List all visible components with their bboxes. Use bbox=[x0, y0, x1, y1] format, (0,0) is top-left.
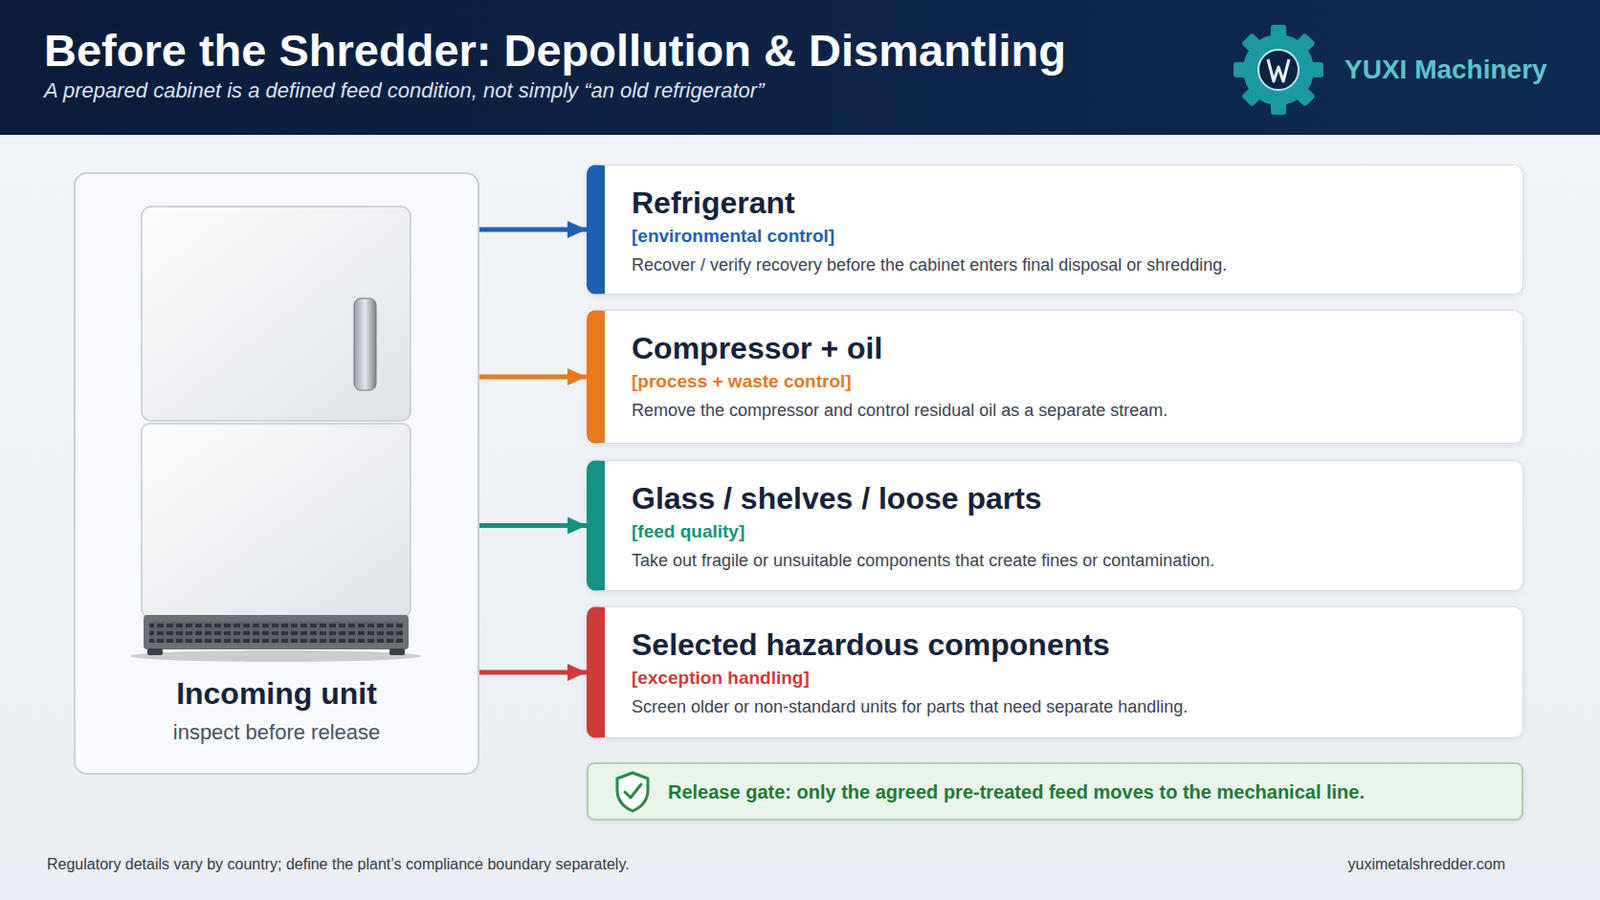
header-band bbox=[0, 0, 1600, 135]
unit-title: Incoming unit bbox=[75, 675, 478, 712]
diagram-subtitle: A prepared cabinet is a defined feed con… bbox=[44, 78, 1212, 104]
card-tag: [environmental control] bbox=[631, 224, 1504, 247]
footer-note: Regulatory details vary by country; defi… bbox=[46, 855, 909, 875]
card-tag: [exception handling] bbox=[631, 666, 1504, 689]
flow-arrow bbox=[479, 670, 587, 676]
fridge-shadow bbox=[130, 650, 422, 663]
input-box: Incoming unit inspect before release bbox=[73, 172, 480, 776]
logo-mark bbox=[1267, 59, 1289, 82]
card-tag: [feed quality] bbox=[631, 520, 1504, 543]
flow-arrow bbox=[479, 523, 587, 529]
fridge-lower-door bbox=[141, 423, 411, 618]
card-body: Take out fragile or unsuitable component… bbox=[631, 550, 1504, 572]
brand-name: YUXI Machinery bbox=[1344, 54, 1594, 86]
release-gate-box: Release gate: only the agreed pre-treate… bbox=[586, 762, 1524, 822]
flow-arrow bbox=[479, 227, 587, 233]
card-body: Remove the compressor and control residu… bbox=[631, 400, 1504, 422]
card-title: Glass / shelves / loose parts bbox=[631, 480, 1504, 517]
step-card: Selected hazardous components[exception … bbox=[586, 606, 1524, 739]
gear-body bbox=[1243, 34, 1314, 106]
fridge-upper-door bbox=[141, 206, 411, 422]
fridge-foot bbox=[147, 648, 163, 656]
card-title: Refrigerant bbox=[631, 184, 1504, 222]
shield-icon bbox=[617, 773, 648, 812]
footer-url: yuximetalshredder.com bbox=[1272, 855, 1506, 875]
diagram-title: Before the Shredder: Depollution & Disma… bbox=[44, 24, 1067, 77]
card-title: Compressor + oil bbox=[631, 330, 1504, 367]
check-mark bbox=[624, 784, 642, 799]
card-body: Recover / verify recovery before the cab… bbox=[631, 254, 1504, 276]
card-tag: [process + waste control] bbox=[631, 370, 1504, 393]
fridge-foot bbox=[389, 648, 405, 656]
gear-hub bbox=[1258, 49, 1299, 90]
fridge-base bbox=[143, 615, 409, 650]
step-card: Compressor + oil [process + waste control… bbox=[586, 310, 1524, 445]
fridge-handle bbox=[354, 298, 377, 391]
card-title: Selected hazardous components bbox=[631, 626, 1504, 664]
card-body: Screen older or non-standard units for p… bbox=[631, 696, 1504, 718]
gate-text: Release gate: only the agreed pre-treate… bbox=[667, 780, 1365, 804]
logo-gear bbox=[1233, 24, 1324, 115]
step-card: Refrigerant[environmental control] Recove… bbox=[586, 164, 1524, 295]
step-card: Glass / shelves / loose parts [feed quali… bbox=[586, 460, 1524, 592]
flow-arrow bbox=[479, 375, 587, 380]
unit-subtitle: inspect before release bbox=[75, 720, 478, 746]
fridge-grille bbox=[149, 622, 403, 644]
